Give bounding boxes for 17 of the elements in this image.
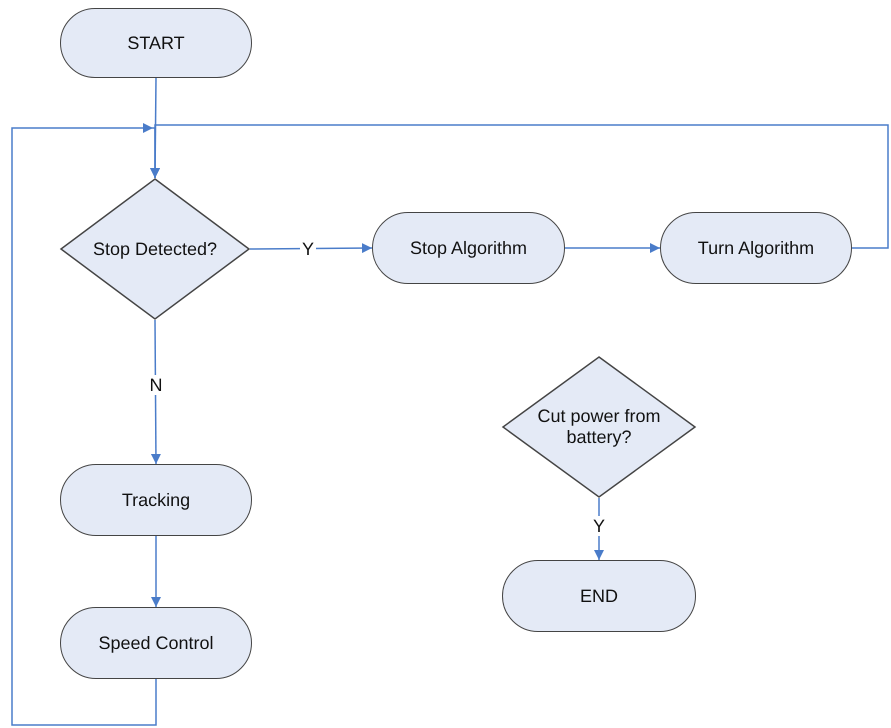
arrow [151,536,161,607]
edge-label: N [148,374,164,395]
edge-label: Y [591,516,608,536]
arrow [250,243,372,254]
node-label: Cut power from battery? [536,406,662,448]
arrow [11,127,160,726]
decision-diamond [60,178,250,320]
node-label: Tracking [122,490,190,510]
node-label: Stop Algorithm [410,238,528,258]
node-label: Speed Control [98,632,214,654]
arrow [150,320,161,464]
node-label: START [127,32,185,54]
node-label: Turn Algorithm [698,238,814,258]
node-label: Stop Detected? [92,238,218,260]
arrow [565,243,660,253]
node-label: END [580,586,618,606]
decision-diamond [502,356,696,498]
